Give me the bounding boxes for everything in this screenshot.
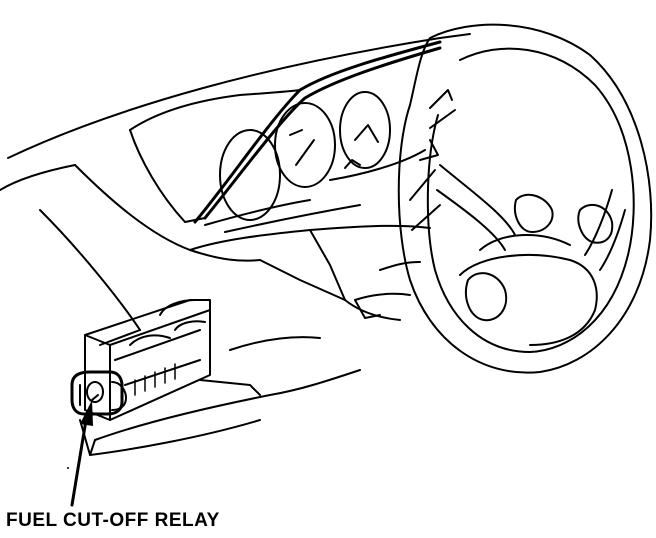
steering-wheel [354, 23, 653, 374]
instrument-cluster-hood [129, 40, 442, 233]
fuel-cut-off-relay [70, 370, 127, 416]
dashboard-outline [0, 33, 471, 456]
gauge-left [219, 129, 281, 221]
gauge-right [339, 91, 391, 169]
callout-arrow [67, 400, 93, 507]
gauge-center [274, 102, 336, 188]
relay-box [84, 299, 211, 421]
fuel-cut-off-relay-label: FUEL CUT-OFF RELAY [6, 510, 220, 531]
